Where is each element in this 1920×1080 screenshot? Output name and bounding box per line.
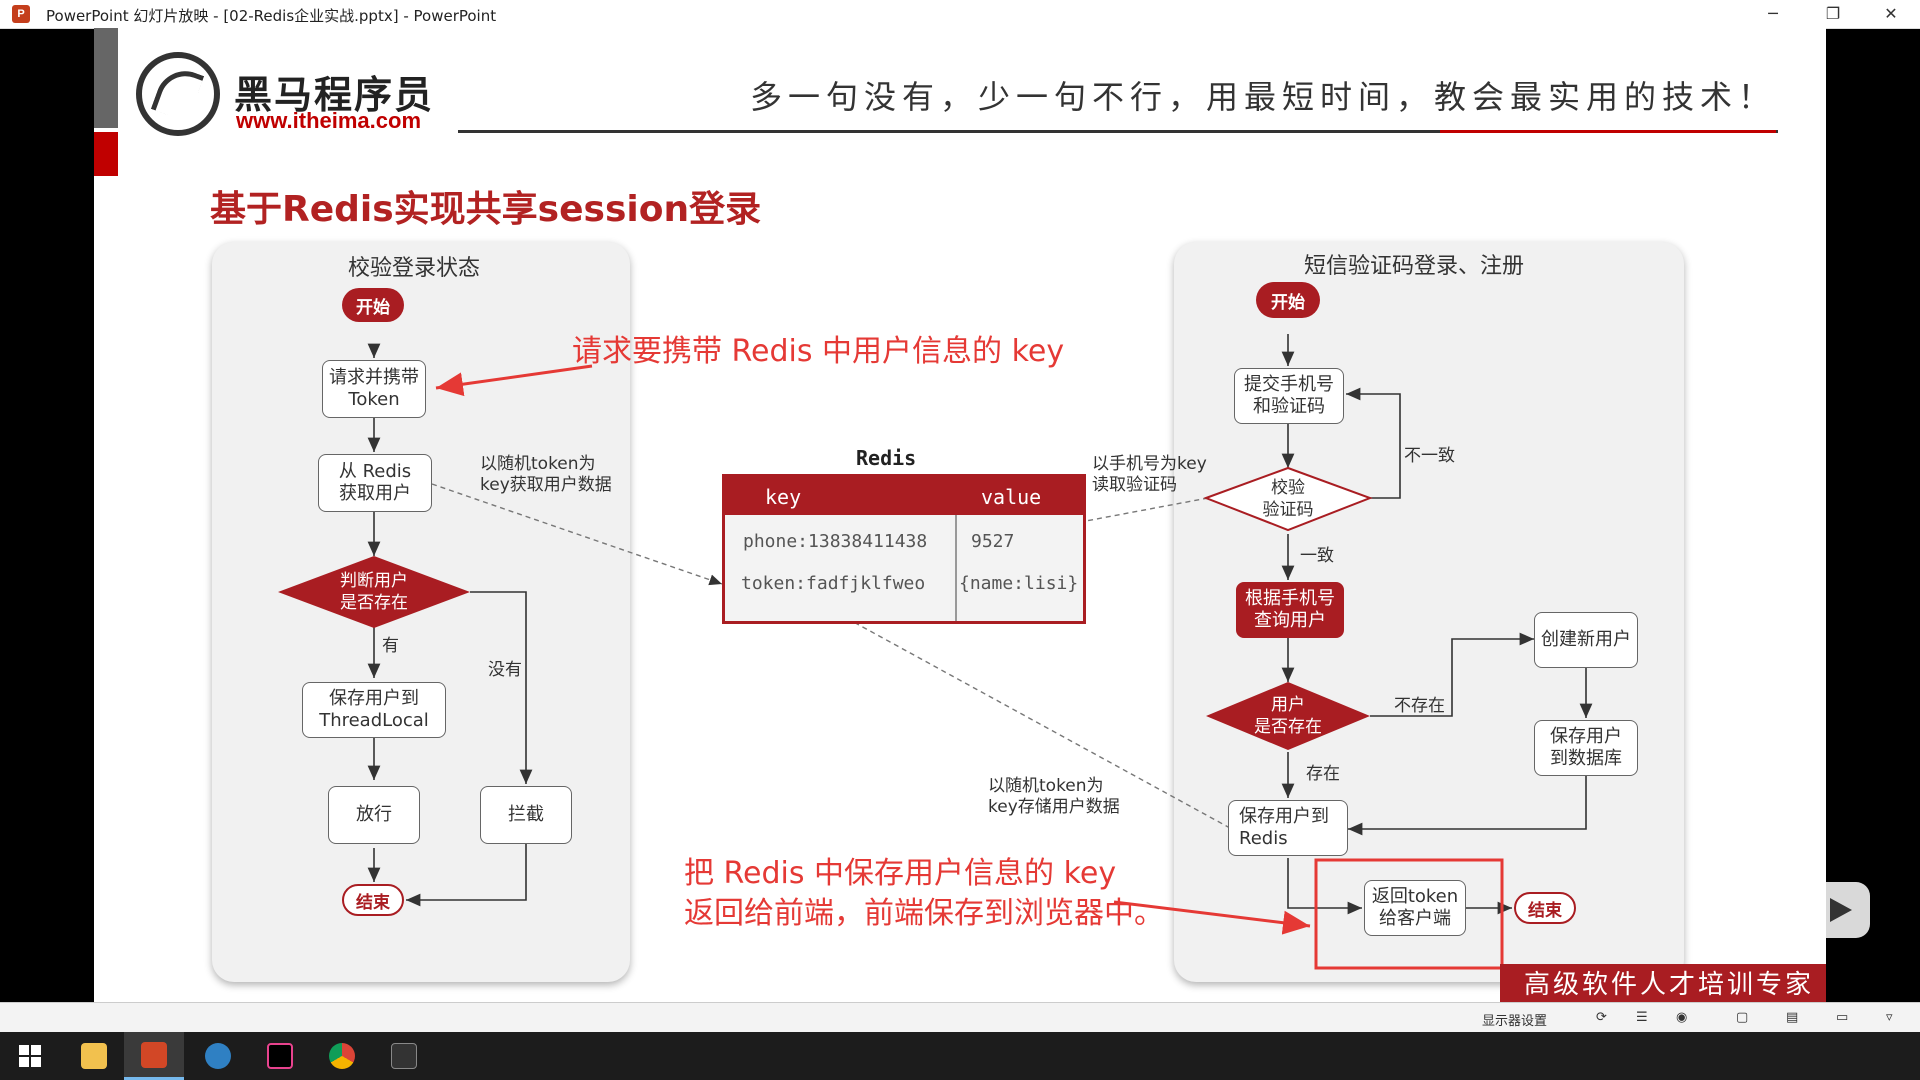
- normal-view-icon[interactable]: ◉: [1676, 1010, 1688, 1025]
- redis-row-2-key: token:fadfjklfweo: [741, 573, 926, 594]
- redis-header-key: key: [765, 485, 802, 509]
- header-divider: [458, 130, 1778, 133]
- slide-canvas[interactable]: 黑马程序员 www.itheima.com 多一句没有，少一句不行，用最短时间，…: [94, 28, 1826, 1006]
- terminal-icon[interactable]: [374, 1032, 434, 1080]
- redis-header-value: value: [981, 485, 1042, 509]
- flow-connectors: [278, 334, 1593, 970]
- right-panel-title: 短信验证码登录、注册: [1304, 254, 1525, 279]
- match-label: 一致: [1300, 546, 1334, 566]
- slide-accent-bar-red: [94, 132, 118, 176]
- slide-sorter-icon[interactable]: ▢: [1736, 1010, 1749, 1025]
- highlight-box: [1314, 858, 1504, 970]
- intellij-idea-icon[interactable]: [250, 1032, 310, 1080]
- close-button[interactable]: ✕: [1884, 4, 1898, 23]
- redis-header: [725, 477, 1083, 515]
- user-exists-label: 判断用户 是否存在: [340, 571, 408, 613]
- file-explorer-icon[interactable]: [64, 1032, 124, 1080]
- powerpoint-icon: P: [12, 5, 30, 23]
- save-db-box: 保存用户 到数据库: [1534, 720, 1638, 776]
- slide-title: 基于Redis实现共享session登录: [210, 189, 762, 230]
- slideshow-status-bar: 显示器设置 ⟳ ☰ ◉ ▢ ▤ ▭ ▿: [0, 1002, 1920, 1033]
- redis-row-1-key: phone:13838411438: [743, 531, 928, 552]
- slide-motto: 多一句没有，少一句不行，用最短时间，教会最实用的技术！: [750, 78, 1777, 116]
- redis-column-divider: [955, 515, 957, 621]
- windows-start-icon[interactable]: [0, 1032, 60, 1080]
- save-redis-box: 保存用户到 Redis: [1228, 800, 1348, 856]
- redis-row-1-value: 9527: [971, 531, 1015, 552]
- slogan-banner: 高级软件人才培训专家: [1500, 964, 1826, 1006]
- display-settings-button[interactable]: 显示器设置: [1482, 1014, 1548, 1029]
- right-end: 结束: [1514, 892, 1576, 924]
- annotation-top: 请求要携带 Redis 中用户信息的 key: [572, 334, 1065, 369]
- comments-icon[interactable]: ☰: [1636, 1010, 1648, 1025]
- user-exists-diamond-right: [1206, 682, 1370, 750]
- redis-title: Redis: [856, 446, 917, 470]
- verify-code-label: 校验 验证码: [1262, 478, 1314, 520]
- left-end: 结束: [342, 884, 404, 916]
- not-exist-label: 不存在: [1394, 696, 1445, 716]
- no-label: 没有: [488, 660, 522, 680]
- random-token-get-label: 以随机token为 key获取用户数据: [480, 454, 612, 495]
- save-threadlocal-box: 保存用户到 ThreadLocal: [302, 682, 446, 738]
- submit-phone-code-box: 提交手机号 和验证码: [1234, 368, 1344, 424]
- phone-key-label: 以手机号为key 读取验证码: [1092, 454, 1207, 495]
- get-user-from-redis-box: 从 Redis 获取用户: [318, 454, 432, 512]
- user-exists-diamond: [278, 556, 470, 628]
- redis-table: key value phone:13838411438 9527 token:f…: [722, 474, 1086, 624]
- verify-code-diamond: [1203, 466, 1373, 532]
- minimize-button[interactable]: ─: [1768, 4, 1778, 23]
- user-exists-right-label: 用户 是否存在: [1254, 695, 1322, 737]
- mismatch-label: 不一致: [1404, 446, 1455, 466]
- slideshow-icon[interactable]: ▭: [1836, 1010, 1849, 1025]
- right-start: 开始: [1256, 282, 1320, 318]
- restore-button[interactable]: ❐: [1825, 4, 1841, 23]
- another-redis-desktop-icon[interactable]: [188, 1032, 248, 1080]
- notes-icon[interactable]: ⟳: [1596, 1010, 1607, 1025]
- left-panel-title: 校验登录状态: [348, 256, 481, 281]
- logo-text: 黑马程序员: [234, 73, 435, 117]
- window-title: PowerPoint 幻灯片放映 - [02-Redis企业实战.pptx] -…: [46, 7, 497, 25]
- reading-view-icon[interactable]: ▤: [1786, 1010, 1799, 1025]
- random-token-store-label: 以随机token为 key存储用户数据: [988, 776, 1120, 817]
- header-divider-accent: [1440, 130, 1776, 133]
- create-user-box: 创建新用户: [1534, 612, 1638, 668]
- play-icon[interactable]: [1806, 882, 1870, 938]
- exist-label: 存在: [1306, 764, 1340, 784]
- redis-row-2-value: {name:lisi}: [959, 573, 1079, 594]
- windows-taskbar: [0, 1032, 1920, 1080]
- chrome-icon[interactable]: [312, 1032, 372, 1080]
- block-box: 拦截: [480, 786, 572, 844]
- allow-box: 放行: [328, 786, 420, 844]
- window-titlebar: P PowerPoint 幻灯片放映 - [02-Redis企业实战.pptx]…: [0, 0, 1920, 29]
- request-with-token-box: 请求并携带 Token: [322, 360, 426, 418]
- return-token-box: 返回token 给客户端: [1364, 880, 1466, 936]
- query-user-box: 根据手机号 查询用户: [1236, 582, 1344, 638]
- yes-label: 有: [382, 636, 399, 656]
- powerpoint-icon[interactable]: [124, 1032, 184, 1080]
- logo-url: www.itheima.com: [236, 108, 422, 133]
- annotation-bottom: 把 Redis 中保存用户信息的 key 返回给前端，前端保存到浏览器中。: [684, 856, 1164, 931]
- horse-logo-icon: [136, 52, 220, 136]
- fit-icon[interactable]: ▿: [1886, 1010, 1893, 1025]
- slide-accent-bar: [94, 28, 118, 128]
- left-start: 开始: [342, 288, 404, 322]
